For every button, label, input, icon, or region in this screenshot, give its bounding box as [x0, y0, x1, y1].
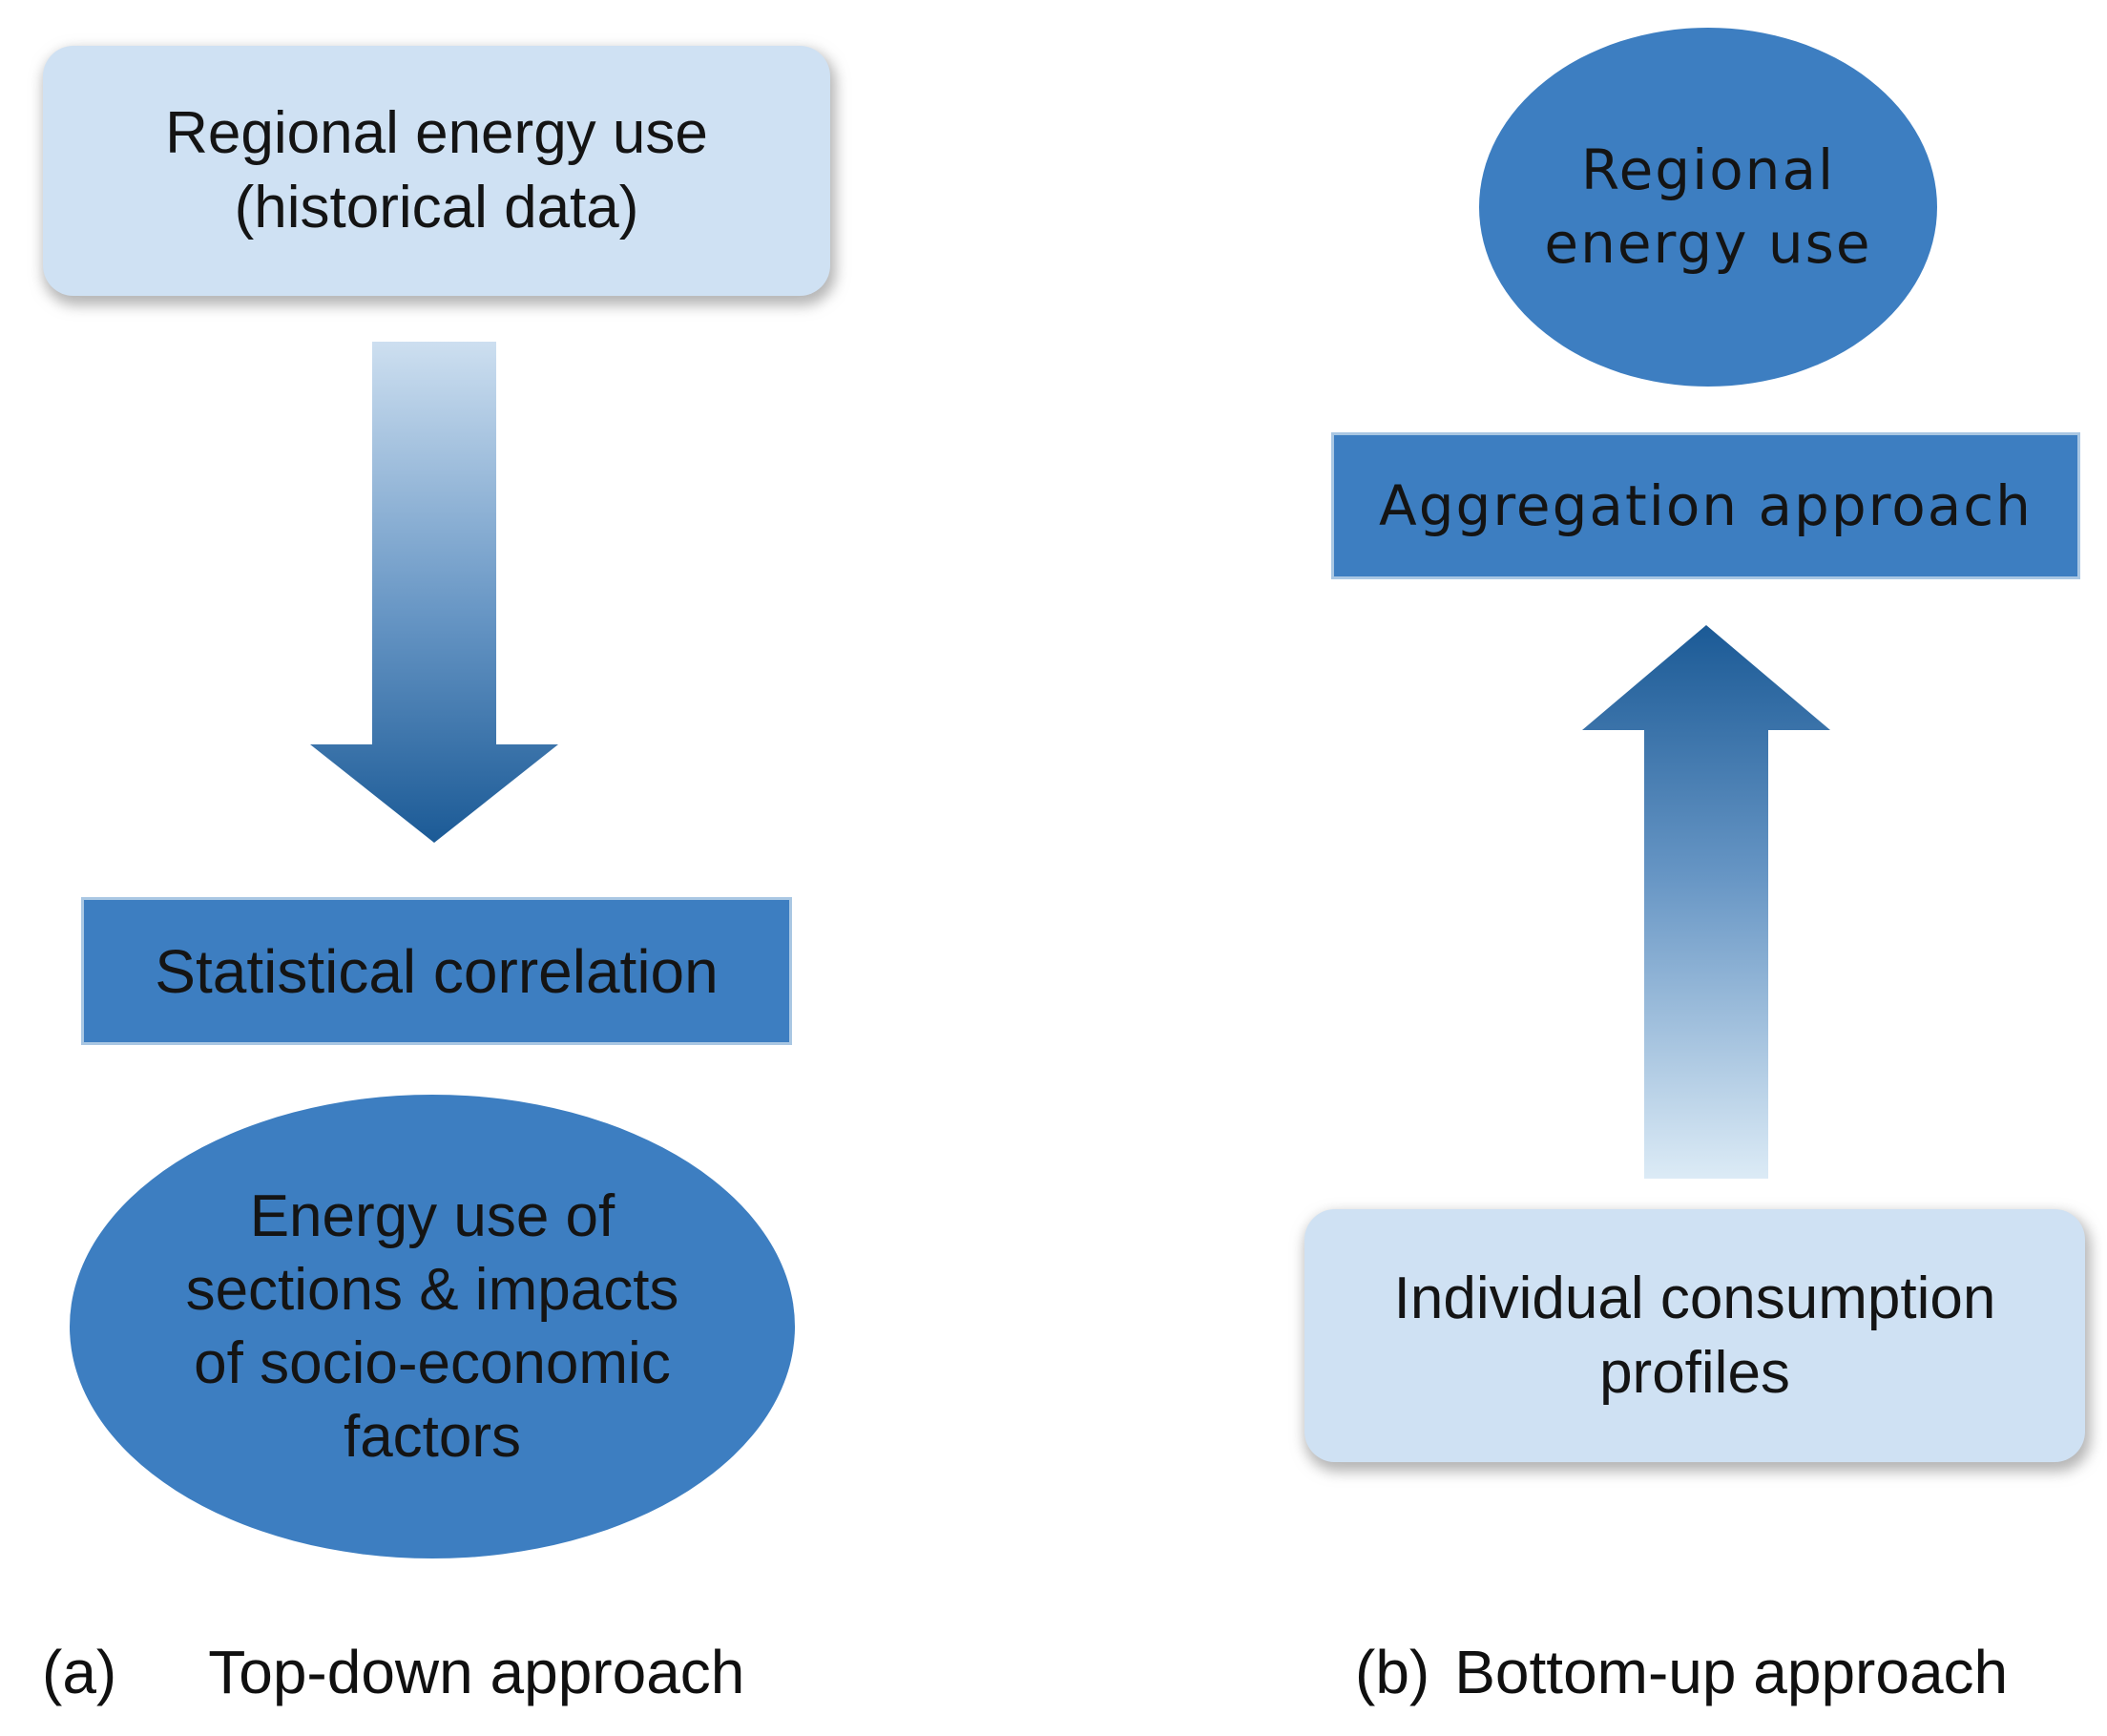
- box-line: (historical data): [234, 175, 639, 241]
- caption-a: (a) Top-down approach: [42, 1638, 744, 1706]
- caption-b: (b) Bottom-up approach: [1355, 1638, 2008, 1706]
- box-label: Aggregation approach: [1379, 473, 2033, 538]
- caption-b-label: (b): [1355, 1638, 1430, 1706]
- ellipse-line: Regional: [1580, 137, 1836, 202]
- caption-a-label: (a): [42, 1638, 117, 1706]
- statistical-correlation-box: Statistical correlation: [81, 897, 792, 1045]
- regional-energy-use-ellipse: Regional energy use: [1479, 28, 1937, 387]
- caption-a-text: Top-down approach: [208, 1638, 745, 1706]
- box-line: profiles: [1599, 1339, 1790, 1406]
- ellipse-line: factors: [343, 1404, 522, 1470]
- ellipse-line: energy use: [1544, 211, 1872, 276]
- ellipse-line: sections & impacts: [185, 1257, 679, 1323]
- box-label: Statistical correlation: [155, 936, 719, 1006]
- energy-use-sections-ellipse: Energy use of sections & impacts of soci…: [70, 1095, 795, 1558]
- down-arrow-icon: [310, 342, 558, 843]
- box-line: Regional energy use: [165, 100, 708, 166]
- regional-energy-use-historical-box: Regional energy use (historical data): [43, 46, 830, 296]
- individual-consumption-profiles-box: Individual consumption profiles: [1304, 1209, 2085, 1462]
- box-line: Individual consumption: [1393, 1265, 1996, 1331]
- caption-b-text: Bottom-up approach: [1454, 1638, 2009, 1706]
- aggregation-approach-box: Aggregation approach: [1331, 432, 2080, 579]
- up-arrow-icon: [1582, 625, 1830, 1179]
- ellipse-line: of socio-economic: [194, 1330, 671, 1396]
- ellipse-line: Energy use of: [249, 1183, 615, 1249]
